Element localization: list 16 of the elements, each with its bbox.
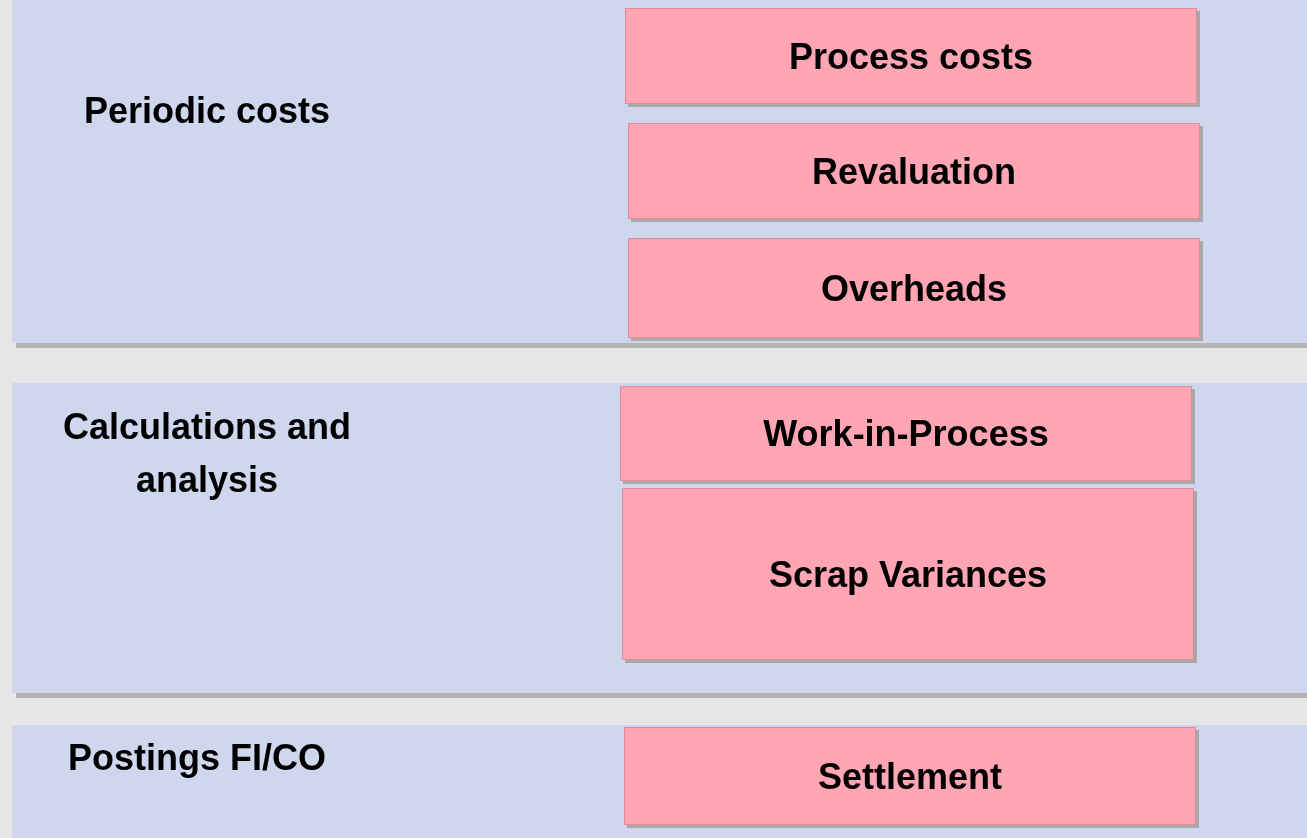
box-label: Work-in-Process [763,412,1049,456]
box-label: Settlement [817,754,1002,799]
process-box [624,727,1196,825]
section-heading: Calculations and analysis [61,405,353,502]
box-label: Scrap Variances [768,552,1048,597]
process-box [628,238,1200,338]
section-heading: Periodic costs [82,89,332,133]
box-label: Process costs [788,34,1034,79]
process-box [625,8,1197,104]
process-box [622,488,1194,660]
section-band [12,725,1307,838]
section-heading: Postings FI/CO [67,736,327,780]
box-label: Revaluation [811,149,1016,194]
box-label: Overheads [820,266,1008,311]
process-box [620,386,1192,481]
process-box [628,123,1200,219]
